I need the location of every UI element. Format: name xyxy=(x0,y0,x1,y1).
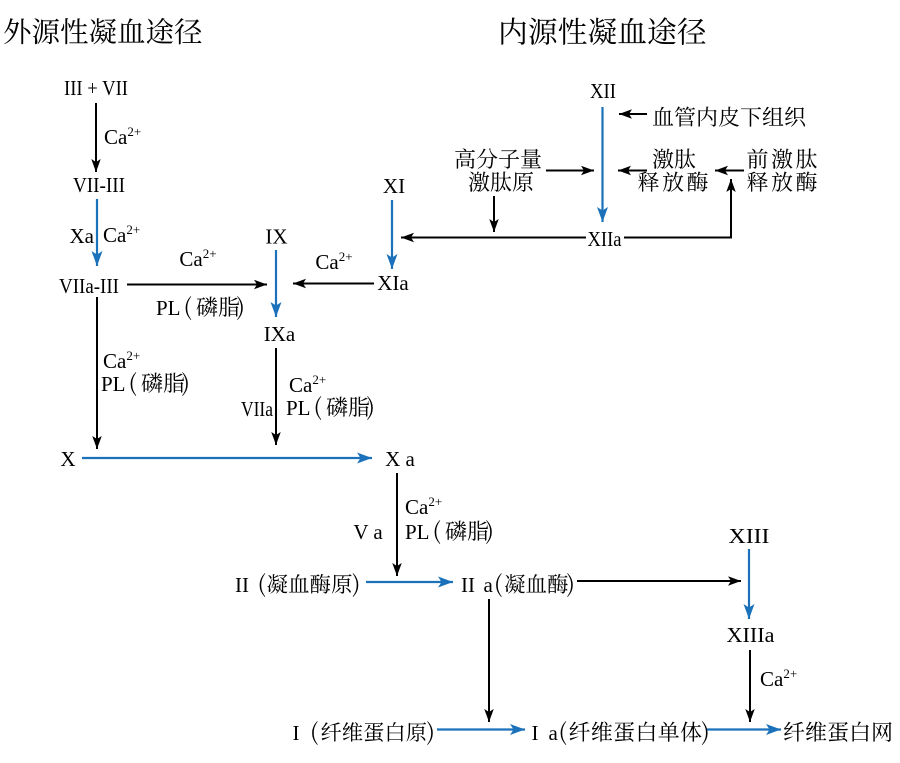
svg-text:I: I xyxy=(293,721,300,745)
svg-text:Ca2+: Ca2+ xyxy=(103,348,140,373)
svg-text:PL: PL xyxy=(405,520,430,544)
svg-text:Ca2+: Ca2+ xyxy=(315,249,352,274)
svg-text:X a: X a xyxy=(385,447,415,471)
svg-text:Ca2+: Ca2+ xyxy=(104,124,141,149)
svg-text:Ca2+: Ca2+ xyxy=(760,666,797,691)
svg-text:XIII: XIII xyxy=(729,524,770,548)
svg-text:Xa: Xa xyxy=(70,224,95,248)
svg-text:a: a xyxy=(484,573,494,597)
svg-text:XIIa: XIIa xyxy=(588,227,623,251)
svg-text:I: I xyxy=(532,721,539,745)
svg-text:II: II xyxy=(235,573,249,597)
svg-text:Ca2+: Ca2+ xyxy=(289,372,326,397)
svg-text:PL: PL xyxy=(156,296,181,320)
svg-text:Ca2+: Ca2+ xyxy=(179,246,216,271)
svg-text:VIIa: VIIa xyxy=(241,397,274,421)
svg-text:XI: XI xyxy=(383,174,405,198)
svg-text:VIIa-III: VIIa-III xyxy=(59,274,119,298)
svg-text:PL: PL xyxy=(101,372,126,396)
svg-text:X: X xyxy=(60,447,75,471)
svg-text:XII: XII xyxy=(590,79,616,103)
svg-text:Ca2+: Ca2+ xyxy=(405,494,442,519)
svg-text:Ca2+: Ca2+ xyxy=(103,222,140,247)
svg-text:VII-III: VII-III xyxy=(73,173,125,197)
svg-text:V a: V a xyxy=(353,520,383,544)
svg-text:XIIIa: XIIIa xyxy=(727,623,776,647)
svg-text:IX: IX xyxy=(265,225,287,249)
svg-text:IXa: IXa xyxy=(264,322,296,346)
svg-text:PL: PL xyxy=(286,396,311,420)
svg-text:XIa: XIa xyxy=(377,271,409,295)
svg-text:II: II xyxy=(461,573,475,597)
svg-text:III + VII: III + VII xyxy=(64,76,128,100)
svg-text:a: a xyxy=(549,721,559,745)
